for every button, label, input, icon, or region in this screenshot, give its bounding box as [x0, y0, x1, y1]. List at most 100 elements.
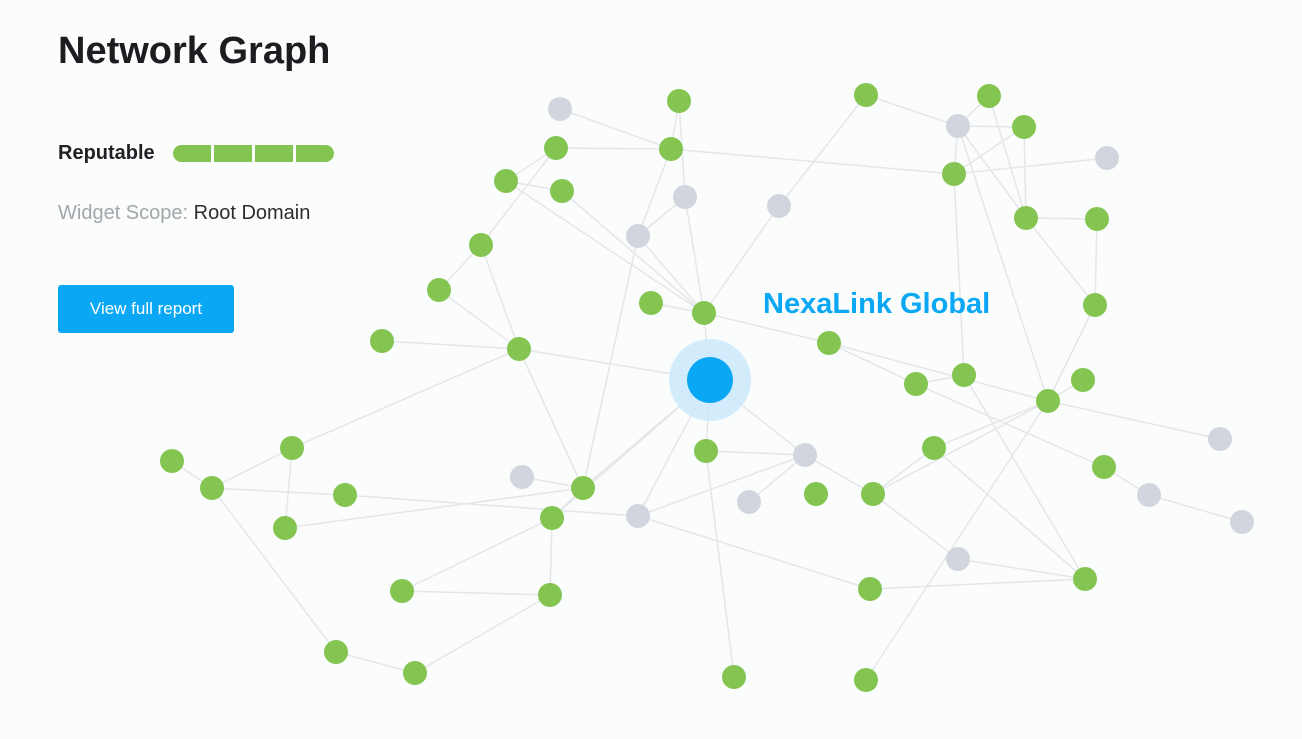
graph-edge: [637, 235, 705, 314]
reputable-node[interactable]: [854, 668, 878, 692]
page-title: Network Graph: [58, 30, 331, 72]
reputable-node[interactable]: [858, 577, 882, 601]
unknown-node[interactable]: [1208, 427, 1232, 451]
graph-edge: [703, 312, 830, 344]
reputable-node[interactable]: [692, 301, 716, 325]
unknown-node[interactable]: [673, 185, 697, 209]
reputation-bar: [172, 145, 334, 162]
reputable-node[interactable]: [469, 233, 493, 257]
reputable-node[interactable]: [494, 169, 518, 193]
graph-edge: [211, 447, 293, 489]
graph-edge: [1047, 400, 1221, 440]
graph-edge: [561, 190, 705, 314]
graph-edge: [915, 383, 1105, 468]
graph-edge: [480, 244, 520, 350]
reputable-node[interactable]: [1085, 207, 1109, 231]
graph-edge: [988, 95, 1027, 219]
graph-edge: [1094, 218, 1098, 306]
reputable-node[interactable]: [1092, 455, 1116, 479]
graph-edge: [480, 147, 557, 246]
reputable-node[interactable]: [942, 162, 966, 186]
graph-edge: [865, 94, 959, 127]
graph-edge: [953, 157, 1108, 175]
reputable-node[interactable]: [659, 137, 683, 161]
unknown-node[interactable]: [946, 547, 970, 571]
reputable-node[interactable]: [1083, 293, 1107, 317]
reputable-node[interactable]: [403, 661, 427, 685]
unknown-node[interactable]: [737, 490, 761, 514]
unknown-node[interactable]: [767, 194, 791, 218]
graph-edge: [549, 517, 553, 596]
reputable-node[interactable]: [544, 136, 568, 160]
reputable-node[interactable]: [160, 449, 184, 473]
reputable-node[interactable]: [390, 579, 414, 603]
graph-edge: [933, 400, 1049, 449]
reputable-node[interactable]: [324, 640, 348, 664]
reputable-node[interactable]: [280, 436, 304, 460]
unknown-node[interactable]: [1095, 146, 1119, 170]
graph-edge: [703, 205, 780, 314]
reputation-segment: [172, 145, 211, 162]
view-full-report-button[interactable]: View full report: [58, 285, 234, 333]
graph-edge: [748, 454, 806, 503]
graph-edge: [872, 447, 935, 495]
unknown-node[interactable]: [548, 97, 572, 121]
unknown-node[interactable]: [510, 465, 534, 489]
reputable-node[interactable]: [540, 506, 564, 530]
graph-edge: [401, 590, 551, 596]
graph-edge: [284, 447, 293, 529]
reputable-node[interactable]: [1036, 389, 1060, 413]
unknown-node[interactable]: [793, 443, 817, 467]
graph-edge: [401, 517, 553, 592]
reputable-node[interactable]: [667, 89, 691, 113]
graph-edge: [953, 173, 965, 376]
reputable-node[interactable]: [952, 363, 976, 387]
graph-edge: [637, 148, 672, 237]
reputable-node[interactable]: [1071, 368, 1095, 392]
unknown-node[interactable]: [1137, 483, 1161, 507]
reputable-node[interactable]: [1014, 206, 1038, 230]
reputable-node[interactable]: [427, 278, 451, 302]
graph-edge: [670, 148, 955, 175]
reputable-node[interactable]: [922, 436, 946, 460]
graph-edge: [211, 487, 346, 496]
reputable-node[interactable]: [200, 476, 224, 500]
graph-edge: [705, 450, 735, 678]
reputable-node[interactable]: [571, 476, 595, 500]
graph-edge: [828, 342, 917, 385]
graph-edge: [872, 493, 959, 560]
unknown-node[interactable]: [626, 504, 650, 528]
reputable-node[interactable]: [507, 337, 531, 361]
reputable-node[interactable]: [904, 372, 928, 396]
reputable-node[interactable]: [550, 179, 574, 203]
reputation-label: Reputable: [58, 142, 155, 164]
reputable-node[interactable]: [639, 291, 663, 315]
unknown-node[interactable]: [1230, 510, 1254, 534]
reputable-node[interactable]: [538, 583, 562, 607]
reputable-node[interactable]: [370, 329, 394, 353]
reputable-node[interactable]: [1073, 567, 1097, 591]
graph-edge: [211, 487, 337, 653]
reputable-node[interactable]: [722, 665, 746, 689]
reputable-node[interactable]: [694, 439, 718, 463]
graph-edge: [414, 594, 551, 674]
reputable-node[interactable]: [804, 482, 828, 506]
graph-edge: [684, 196, 705, 314]
graph-edge: [778, 94, 867, 207]
graph-edge: [1025, 217, 1096, 306]
focus-node[interactable]: [687, 357, 733, 403]
reputable-node[interactable]: [333, 483, 357, 507]
reputable-node[interactable]: [1012, 115, 1036, 139]
reputable-node[interactable]: [861, 482, 885, 506]
reputable-node[interactable]: [977, 84, 1001, 108]
reputable-node[interactable]: [854, 83, 878, 107]
graph-edge: [705, 450, 806, 456]
graph-edge: [284, 487, 584, 529]
unknown-node[interactable]: [946, 114, 970, 138]
unknown-node[interactable]: [626, 224, 650, 248]
reputation-segment: [213, 145, 252, 162]
reputable-node[interactable]: [273, 516, 297, 540]
graph-edge: [335, 651, 416, 674]
reputable-node[interactable]: [817, 331, 841, 355]
